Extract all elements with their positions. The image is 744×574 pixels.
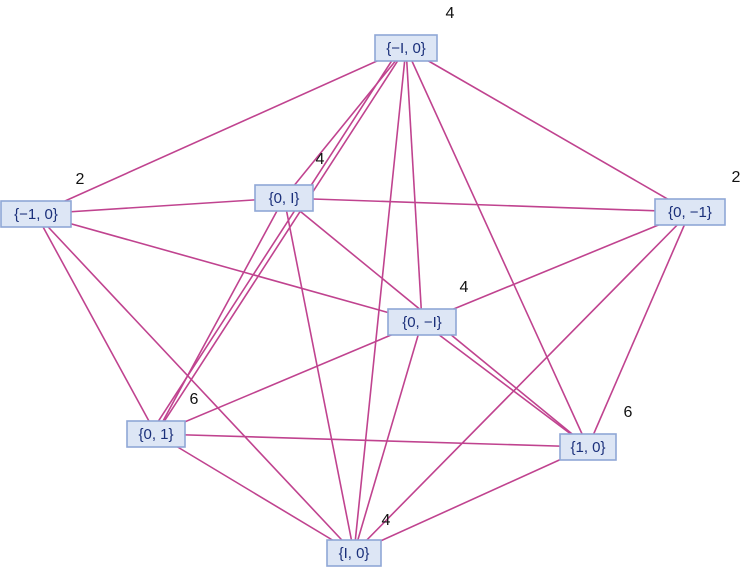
node-label: {−I, 0} [386,40,426,57]
node-box [387,308,457,336]
node-degree-label: 2 [732,169,741,186]
node-box [0,200,72,228]
node-label: {0, I} [269,190,300,207]
node-degree-label: 6 [190,391,199,408]
node-label: {−1, 0} [14,206,58,223]
node-box [326,539,382,567]
node-degree-label: 4 [316,151,325,168]
node-label: {0, 1} [138,426,173,443]
node-box [126,420,186,448]
edge-n2-n8 [35,213,355,554]
node-degree-label: 4 [382,512,391,529]
edge-n1-n3 [283,47,407,199]
edge-n1-n5 [405,47,423,323]
node-box [654,198,726,226]
graph-node[interactable]: {0, −I} [387,308,457,336]
node-degree-label: 4 [446,5,455,22]
edge-n1-n2 [35,47,407,215]
node-degree-label: 4 [460,279,469,296]
edge-n1-n7 [405,47,589,448]
edge-n5-n8 [353,321,423,554]
edge-n4-n7 [587,211,691,448]
node-box [559,433,617,461]
edge-n3-n8 [283,197,355,554]
degree-labels-layer: 4 2 4 2 4 6 6 4 [76,5,741,529]
edge-n1-n8 [353,47,407,554]
edge-n4-n8 [353,211,691,554]
graph-node[interactable]: {1, 0} [559,433,617,461]
node-label: {1, 0} [570,439,605,456]
node-label: {0, −1} [668,204,712,221]
edge-n1-n6 [155,47,407,435]
graph-node[interactable]: {I, 0} [326,539,382,567]
edge-n3-n4 [283,197,691,213]
graph-node[interactable]: {−I, 0} [374,34,438,62]
node-degree-label: 6 [624,404,633,421]
edges-layer [35,44,691,554]
graph-node[interactable]: {0, 1} [126,420,186,448]
edge-n7-n8 [353,446,589,554]
node-label: {I, 0} [339,545,370,562]
graph-node[interactable]: {−1, 0} [0,200,72,228]
edge-n1-n6-1 [151,44,403,432]
node-box [254,184,314,212]
nodes-layer: {−I, 0} {−1, 0} {0, I} {0, −1} {0, −I} {0, 1}… [0,34,726,567]
node-box [374,34,438,62]
graph-node[interactable]: {0, I} [254,184,314,212]
edge-n5-n6 [155,321,423,435]
edge-n1-n4 [405,47,691,213]
edge-n5-n7 [421,321,589,448]
edge-n6-n8 [155,433,355,554]
edge-n2-n5 [35,213,423,323]
node-degree-label: 2 [76,171,85,188]
edge-n3-n6 [155,197,285,435]
graph-node[interactable]: {0, −1} [654,198,726,226]
edge-n2-n3 [35,197,285,215]
edge-n6-n7 [155,433,589,448]
node-label: {0, −I} [402,314,442,331]
edge-n4-n5 [421,211,691,323]
edge-n2-n6 [35,213,157,435]
